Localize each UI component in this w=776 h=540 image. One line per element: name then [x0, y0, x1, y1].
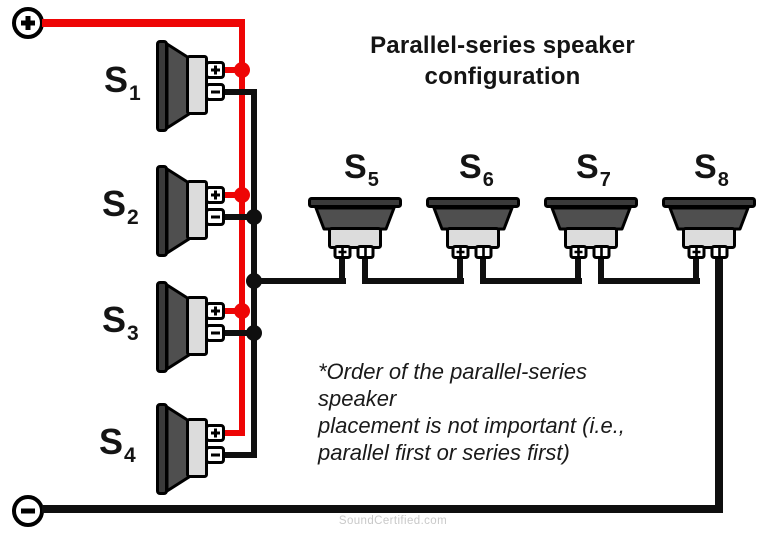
speaker-flange — [544, 197, 638, 208]
speaker-magnet — [328, 227, 382, 249]
speaker-label-s6: S6 — [459, 148, 494, 192]
speaker-flange — [426, 197, 520, 208]
speaker-cone — [165, 283, 191, 371]
speaker-magnet — [186, 296, 208, 356]
speaker-s1 — [156, 40, 226, 132]
speaker-label-s8: S8 — [694, 148, 729, 192]
speaker-cone — [165, 167, 191, 255]
positive-terminal-icon — [211, 190, 220, 200]
speaker-flange — [308, 197, 402, 208]
speaker-cone — [165, 42, 191, 130]
diagram-title: Parallel-series speaker configuration — [370, 32, 635, 90]
junction-dot — [246, 325, 262, 341]
speaker-s3 — [156, 281, 226, 373]
junction-dot — [246, 209, 262, 225]
junction-dot — [234, 303, 250, 319]
watermark-text: SoundCertified.com — [338, 515, 448, 527]
return-wire-vertical — [715, 257, 723, 513]
plus-icon — [21, 16, 35, 30]
bus-to-series-wire — [251, 278, 346, 284]
speaker-label-s5: S5 — [344, 148, 379, 192]
speaker-flange — [156, 40, 168, 132]
return-wire-bottom — [42, 505, 723, 513]
positive-terminal-icon — [211, 428, 220, 438]
speaker-flange — [662, 197, 756, 208]
s6-s7-link-wire — [480, 278, 582, 284]
speaker-cone — [668, 206, 750, 231]
s6-positive-drop-wire — [457, 257, 463, 284]
speaker-magnet — [682, 227, 736, 249]
positive-terminal-icon — [574, 248, 583, 256]
speaker-s8 — [662, 197, 756, 259]
speaker-flange — [156, 281, 168, 373]
speaker-magnet — [186, 55, 208, 115]
s2-negative-stub-wire — [223, 214, 257, 220]
speaker-magnet — [446, 227, 500, 249]
minus-icon — [21, 508, 35, 514]
junction-dot — [234, 62, 250, 78]
speaker-s7 — [544, 197, 638, 259]
speaker-cone — [314, 206, 396, 231]
positive-bus-wire — [239, 19, 245, 436]
s8-positive-drop-wire — [693, 257, 699, 284]
speaker-magnet — [564, 227, 618, 249]
s5-positive-drop-wire — [339, 257, 345, 284]
speaker-flange — [156, 165, 168, 257]
speaker-magnet — [186, 418, 208, 478]
positive-terminal-icon — [211, 306, 220, 316]
speaker-label-s1: S1 — [104, 59, 141, 106]
speaker-cone — [432, 206, 514, 231]
footnote-text: *Order of the parallel-series speaker pl… — [318, 359, 625, 465]
positive-terminal-icon — [456, 248, 465, 256]
positive-source-terminal — [12, 7, 44, 39]
speaker-label-s2: S2 — [102, 183, 139, 230]
negative-source-terminal — [12, 495, 44, 527]
speaker-s4 — [156, 403, 226, 495]
speaker-magnet — [186, 180, 208, 240]
s3-negative-stub-wire — [223, 330, 257, 336]
s5-s6-link-wire — [362, 278, 464, 284]
s4-positive-stub-wire — [223, 430, 245, 436]
positive-feed-wire — [42, 19, 245, 27]
speaker-label-s4: S4 — [99, 421, 136, 468]
speaker-s5 — [308, 197, 402, 259]
speaker-label-s7: S7 — [576, 148, 611, 192]
speaker-cone — [550, 206, 632, 231]
s1-negative-stub-wire — [223, 89, 257, 95]
positive-terminal-icon — [338, 248, 347, 256]
speaker-s2 — [156, 165, 226, 257]
s5-negative-drop-wire — [362, 257, 368, 284]
s7-positive-drop-wire — [575, 257, 581, 284]
s7-s8-link-wire — [598, 278, 700, 284]
s6-negative-drop-wire — [480, 257, 486, 284]
speaker-cone — [165, 405, 191, 493]
positive-terminal-icon — [692, 248, 701, 256]
speaker-flange — [156, 403, 168, 495]
junction-dot — [234, 187, 250, 203]
positive-terminal-icon — [211, 65, 220, 75]
speaker-s6 — [426, 197, 520, 259]
speaker-label-s3: S3 — [102, 299, 139, 346]
s7-negative-drop-wire — [598, 257, 604, 284]
s4-negative-stub-wire — [223, 452, 257, 458]
